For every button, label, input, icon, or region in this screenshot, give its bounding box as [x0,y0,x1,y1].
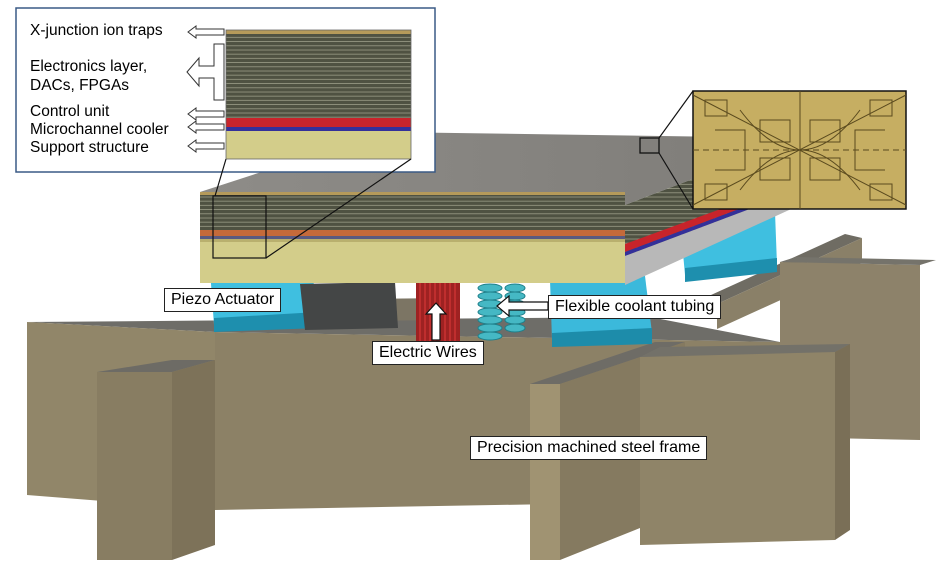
label-microchannel-cooler: Microchannel cooler [30,121,169,138]
layers-inset [15,7,436,259]
label-piezo-actuator: Piezo Actuator [164,288,282,312]
label-electronics-layer: Electronics layer, [30,58,148,75]
chip-pattern-inset [639,90,907,210]
label-dacs-fpgas: DACs, FPGAs [30,77,130,94]
label-electric-wires: Electric Wires [372,341,484,365]
label-ion-traps: X-junction ion traps [30,22,163,39]
label-coolant-tubing: Flexible coolant tubing [548,295,722,319]
label-support-structure: Support structure [30,139,149,156]
label-control-unit: Control unit [30,103,110,120]
label-steel-frame: Precision machined steel frame [470,436,708,460]
callout-arrows [424,294,549,341]
